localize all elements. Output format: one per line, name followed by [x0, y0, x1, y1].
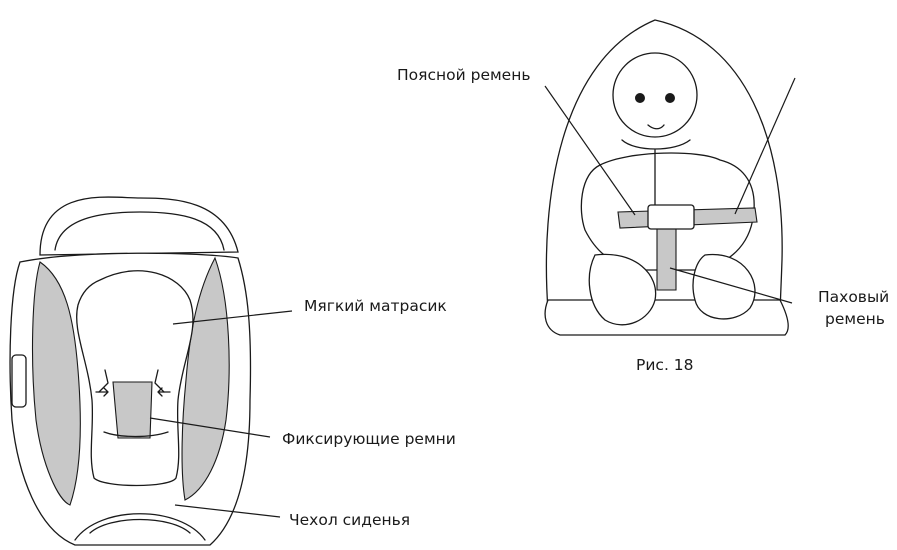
handle-slot	[12, 355, 26, 407]
straps-label: Фиксирующие ремни	[282, 430, 456, 448]
mattress-label: Мягкий матрасик	[304, 297, 447, 315]
figure-caption: Рис. 18	[636, 356, 694, 374]
baby-seat-illustration	[545, 20, 788, 335]
crotch-belt	[657, 228, 676, 290]
baby-eye-right	[665, 93, 675, 103]
baby-head	[613, 53, 697, 137]
cover-label: Чехол сиденья	[289, 511, 410, 529]
seat-cover-illustration	[10, 197, 250, 545]
buckle	[648, 205, 694, 229]
fixing-straps	[113, 382, 152, 438]
crotch-belt-label-line1: Паховый	[818, 288, 889, 306]
baby-eye-left	[635, 93, 645, 103]
crotch-belt-label-line2: ремень	[825, 310, 885, 328]
waist-belt-label: Поясной ремень	[397, 66, 530, 84]
soft-mattress	[77, 271, 193, 486]
